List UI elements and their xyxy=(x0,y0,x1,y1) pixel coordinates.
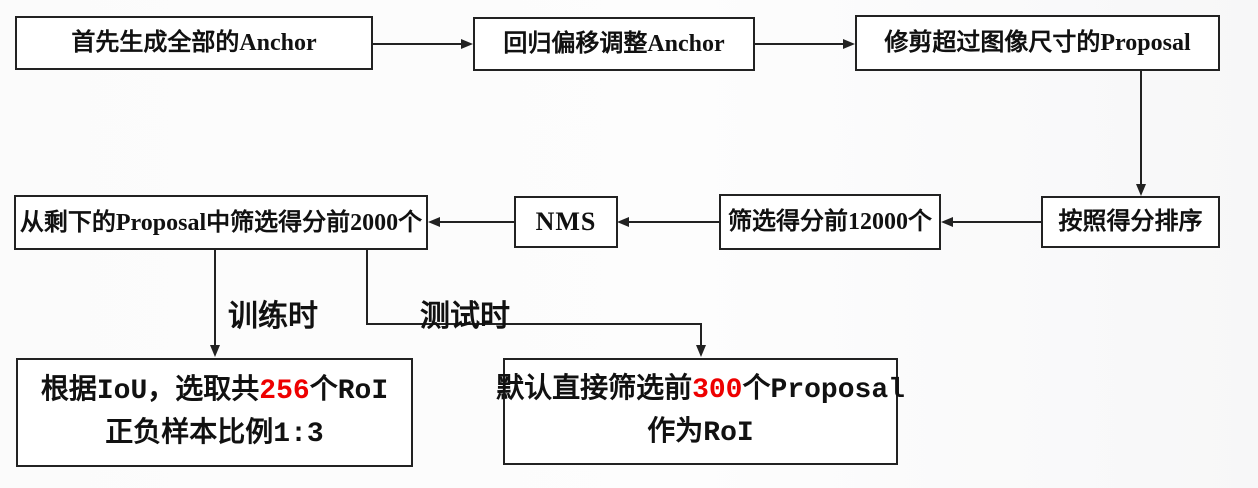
node-test-roi-selection: 默认直接筛选前300个Proposal 作为RoI xyxy=(496,358,905,465)
arrowhead-into-top2000 xyxy=(428,217,440,227)
node-regress-adjust-anchor: 回归偏移调整Anchor xyxy=(473,17,755,71)
arrowhead-into-adjust xyxy=(461,39,473,49)
node-top-2000: 从剩下的Proposal中筛选得分前2000个 xyxy=(14,195,428,250)
test-box-line1: 默认直接筛选前300个Proposal xyxy=(496,372,905,406)
node-label: 首先生成全部的Anchor xyxy=(71,30,317,56)
arrowhead-into-top12000 xyxy=(941,217,953,227)
node-label: 回归偏移调整Anchor xyxy=(503,31,725,57)
node-label: 按照得分排序 xyxy=(1058,209,1203,235)
test-roi-count-highlight: 300 xyxy=(692,374,743,406)
train-box-line2: 正负样本比例1:3 xyxy=(105,416,324,450)
node-nms: NMS xyxy=(514,196,618,248)
node-label: NMS xyxy=(535,206,597,236)
arrowhead-into-test-box xyxy=(696,345,706,357)
node-label: 筛选得分前12000个 xyxy=(728,209,932,235)
test-box-line2: 作为RoI xyxy=(647,415,754,449)
node-train-roi-selection: 根据IoU，选取共256个RoI 正负样本比例1:3 xyxy=(16,358,413,467)
arrowhead-into-train-box xyxy=(210,345,220,357)
node-generate-anchors: 首先生成全部的Anchor xyxy=(15,16,373,70)
node-label: 修剪超过图像尺寸的Proposal xyxy=(884,30,1191,56)
arrowhead-into-sort xyxy=(1136,184,1146,196)
arrowhead-into-clip xyxy=(843,39,855,49)
branch-label-testing: 测试时 xyxy=(420,300,510,333)
node-top-12000: 筛选得分前12000个 xyxy=(719,194,941,250)
node-clip-proposals: 修剪超过图像尺寸的Proposal xyxy=(855,15,1220,71)
arrowhead-into-nms xyxy=(617,217,629,227)
node-sort-by-score: 按照得分排序 xyxy=(1041,196,1220,248)
train-roi-count-highlight: 256 xyxy=(259,375,310,407)
node-label: 从剩下的Proposal中筛选得分前2000个 xyxy=(19,209,423,236)
branch-label-training: 训练时 xyxy=(228,300,318,333)
arrow-test-branch xyxy=(366,250,702,348)
train-box-line1: 根据IoU，选取共256个RoI xyxy=(40,373,389,407)
